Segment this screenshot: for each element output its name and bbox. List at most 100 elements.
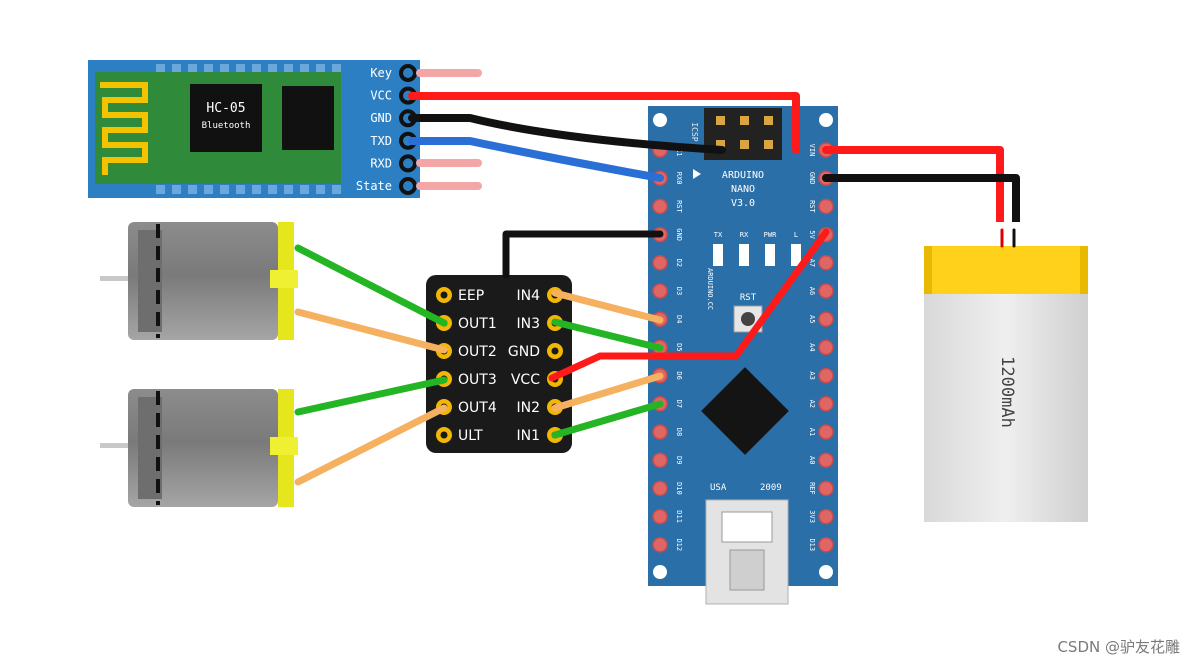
nano-pin-label-d11: D11 — [675, 510, 683, 523]
nano-pin-d9 — [652, 452, 668, 468]
hc05-castellations — [156, 64, 341, 194]
wire-bt-gnd — [408, 114, 726, 154]
nano-pin-r-a3 — [818, 367, 834, 384]
rst-label: RST — [740, 293, 757, 303]
wires — [294, 69, 1022, 486]
driver-pin-label-out3: OUT3 — [458, 372, 497, 388]
icsp-label: ICSP — [690, 122, 699, 141]
nano-pin-r-a6 — [818, 283, 834, 299]
wire-m1-out1 — [294, 244, 448, 327]
driver-pin-label-in3: IN3 — [516, 316, 540, 332]
nano-pin-label-r-ref: REF — [808, 482, 816, 495]
motor-2-shaft — [100, 443, 130, 448]
motor-1-body — [128, 222, 278, 340]
nano-pin-label-r-a3: A3 — [808, 371, 816, 379]
arrow-icon — [693, 169, 701, 179]
hc05-pin-rxd — [399, 154, 417, 173]
hc05-chip-label: HC-05 — [206, 101, 245, 116]
nano-pin-label-d5: D5 — [675, 343, 683, 351]
nano-pin-r-ref — [818, 480, 834, 497]
nano-pin-label-r-a2: A2 — [808, 400, 816, 408]
led-pwr — [765, 244, 775, 266]
year-label: 2009 — [760, 483, 782, 493]
nano-pin-label-d8: D8 — [675, 428, 683, 436]
motor-2 — [100, 389, 298, 507]
driver-board — [426, 275, 572, 453]
nano-pin-d2 — [652, 255, 668, 271]
nano-pin-d10 — [652, 480, 668, 497]
nano-pin-label-r-a6: A6 — [808, 287, 816, 295]
hc05-header-pins — [399, 64, 417, 195]
driver-pin-label-in4: IN4 — [516, 288, 540, 304]
wire-in3 — [551, 318, 664, 352]
driver-pin-label-in1: IN1 — [516, 428, 540, 444]
driver-pin-label-out1: OUT1 — [458, 316, 497, 332]
nano-pin-r-a0 — [818, 452, 834, 468]
nano-pin-r-a7 — [818, 255, 834, 271]
nano-pin-r-a1 — [818, 424, 834, 440]
led-label-l: L — [794, 231, 798, 239]
mcu-chip — [701, 367, 789, 455]
nano-pin-label-d7: D7 — [675, 400, 683, 408]
hc05-pin-label-gnd: GND — [370, 111, 392, 125]
battery-cap — [924, 246, 1088, 294]
nano-pin-label-r-d13: D13 — [808, 538, 816, 551]
nano-pin-r-d13 — [818, 537, 834, 553]
wire-drv-vcc — [548, 228, 830, 382]
hc05-chip — [190, 84, 262, 152]
nano-pin-label-r-a1: A1 — [808, 428, 816, 436]
nano-pin-label-d9: D9 — [675, 456, 683, 464]
led-l — [791, 244, 801, 266]
nano-pin-label-gnd: GND — [675, 228, 683, 241]
nano-pin-r-a5 — [818, 311, 834, 327]
hc05-pin-key — [399, 64, 417, 82]
wire-m1-out2 — [294, 308, 448, 354]
hc05-pin-state — [399, 177, 417, 195]
nano-pin-label-r-gnd: GND — [808, 172, 816, 185]
driver-pin-label-ult: ULT — [458, 428, 483, 444]
nano-pin-rst — [652, 198, 668, 215]
wire-batt-vin — [822, 146, 1004, 244]
led-label-pwr: PWR — [764, 231, 777, 239]
driver-pin-label-eep: EEP — [458, 288, 484, 304]
led-label-tx: TX — [714, 231, 723, 239]
motor-2-body — [128, 389, 278, 507]
motor-1 — [100, 222, 298, 340]
nano-pin-d8 — [652, 424, 668, 440]
led-tx — [713, 244, 723, 266]
led-rx — [739, 244, 749, 266]
driver-pin-label-out2: OUT2 — [458, 344, 497, 360]
wire-m2-out3 — [294, 376, 448, 416]
csdn-watermark: CSDN @驴友花雕 — [1057, 638, 1180, 656]
nano-pin-r-rst — [818, 198, 834, 215]
arduino-title-1: ARDUINO — [722, 170, 764, 181]
nano-pin-d12 — [652, 537, 668, 553]
nano-pin-r-3v3 — [818, 508, 834, 525]
nano-pin-label-d3: D3 — [675, 287, 683, 295]
hc05-pin-label-txd: TXD — [370, 134, 392, 148]
nano-pin-label-d4: D4 — [675, 315, 683, 323]
nano-pin-label-d10: D10 — [675, 482, 683, 495]
arduino-title-3: V3.0 — [731, 198, 755, 209]
wire-in2 — [551, 372, 664, 412]
nano-pin-d11 — [652, 508, 668, 525]
nano-pin-label-r-5v: 5V — [808, 230, 816, 239]
hc05-pin-label-vcc: VCC — [370, 89, 392, 103]
driver-pin-label-out4: OUT4 — [458, 400, 497, 416]
nano-pin-label-d6: D6 — [675, 371, 683, 379]
nano-pin-label-rst: RST — [675, 200, 683, 213]
wire-bt-txd — [408, 137, 664, 182]
wire-drv-gnd — [502, 230, 664, 279]
nano-pin-label-d12: D12 — [675, 538, 683, 551]
antenna-icon — [100, 82, 148, 175]
hc05-pin-label-state: State — [356, 179, 392, 193]
nano-pin-label-r-a7: A7 — [808, 259, 816, 267]
driver-pin-label-gnd: GND — [508, 344, 540, 360]
wire-batt-gnd — [822, 174, 1020, 244]
